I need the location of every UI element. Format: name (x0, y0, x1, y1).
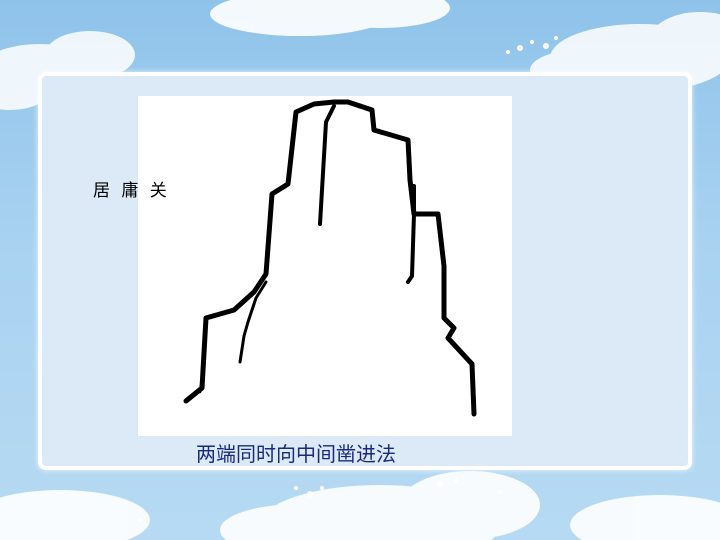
pass-name-label: 居 庸 关 (93, 181, 170, 201)
mountain-inner-line-4 (198, 316, 208, 394)
mountain-inner-line-1 (318, 104, 336, 226)
mountain-top-ridge (357, 103, 477, 417)
mountain-inner-line-2 (406, 184, 416, 284)
cloud-bottom (0, 471, 720, 540)
cloud-top-left (0, 31, 135, 110)
mountain-inner-line-3 (238, 280, 268, 364)
mountain-drawing (138, 96, 512, 436)
mountain-outline-sketch (183, 99, 477, 417)
slide-caption: 两端同时向中间凿进法 (196, 442, 396, 466)
mountain-left-edge (183, 99, 363, 404)
cloud-top-center (210, 0, 450, 36)
